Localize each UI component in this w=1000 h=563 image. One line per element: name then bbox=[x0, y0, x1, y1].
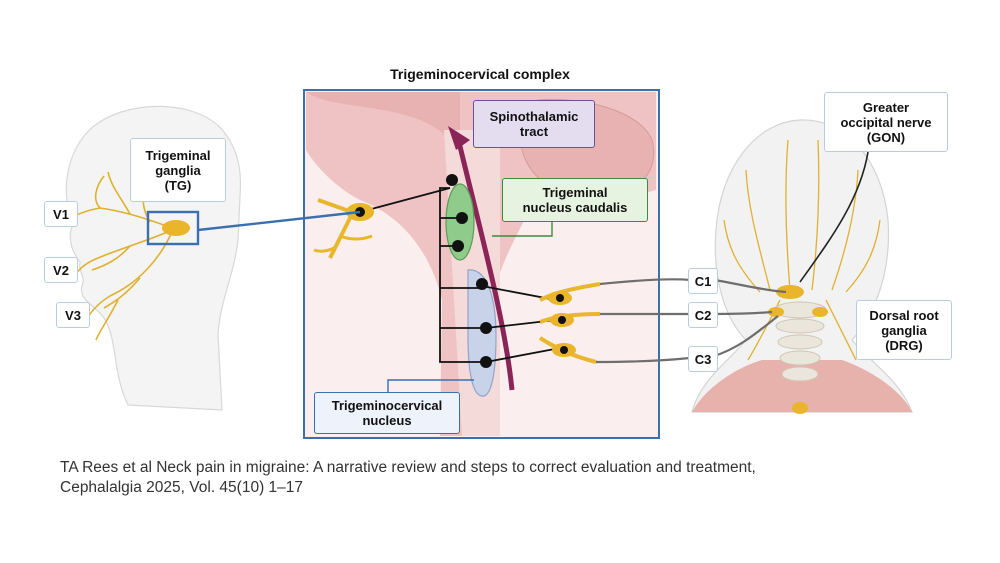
label-trigeminal-ganglia: Trigeminal ganglia (TG) bbox=[130, 138, 226, 202]
synapse-dots bbox=[446, 174, 492, 368]
tg-highlight-box bbox=[146, 210, 200, 246]
neural-pathways bbox=[359, 187, 561, 363]
label-greater-occipital-nerve: Greater occipital nerve (GON) bbox=[824, 92, 948, 152]
label-c2: C2 bbox=[688, 302, 718, 328]
spinothalamic-arrowhead bbox=[448, 126, 470, 150]
label-c1: C1 bbox=[688, 268, 718, 294]
label-v3: V3 bbox=[56, 302, 90, 328]
drg-c2-right-shape bbox=[812, 307, 828, 317]
spinal-cord-shape bbox=[792, 402, 808, 414]
drg-neurons bbox=[538, 282, 601, 364]
right-head-illustration bbox=[691, 119, 913, 414]
cervical-connections bbox=[595, 278, 787, 364]
spinothalamic-tract-arrow bbox=[455, 137, 515, 391]
label-v1: V1 bbox=[44, 201, 78, 227]
tcn-leader bbox=[387, 379, 474, 394]
drg-c2-shape bbox=[768, 307, 784, 317]
tg-connector-line bbox=[197, 210, 361, 232]
tnc-leader bbox=[492, 222, 553, 237]
label-trigeminal-nucleus-caudalis: Trigeminal nucleus caudalis bbox=[502, 178, 648, 222]
caption-line-1: TA Rees et al Neck pain in migraine: A n… bbox=[60, 459, 756, 476]
label-v2: V2 bbox=[44, 257, 78, 283]
diagram-title: Trigeminocervical complex bbox=[390, 66, 570, 82]
drg-c1-shape bbox=[776, 285, 804, 299]
gon-leader bbox=[799, 151, 869, 283]
label-dorsal-root-ganglia: Dorsal root ganglia (DRG) bbox=[856, 300, 952, 360]
label-c3: C3 bbox=[688, 346, 718, 372]
caption-line-2: Cephalalgia 2025, Vol. 45(10) 1–17 bbox=[60, 479, 304, 496]
label-trigeminocervical-nucleus: Trigeminocervical nucleus bbox=[314, 392, 460, 434]
label-spinothalamic-tract: Spinothalamic tract bbox=[473, 100, 595, 148]
figure-caption: TA Rees et al Neck pain in migraine: A n… bbox=[60, 458, 960, 498]
trigeminal-ganglion-shape bbox=[162, 220, 190, 236]
